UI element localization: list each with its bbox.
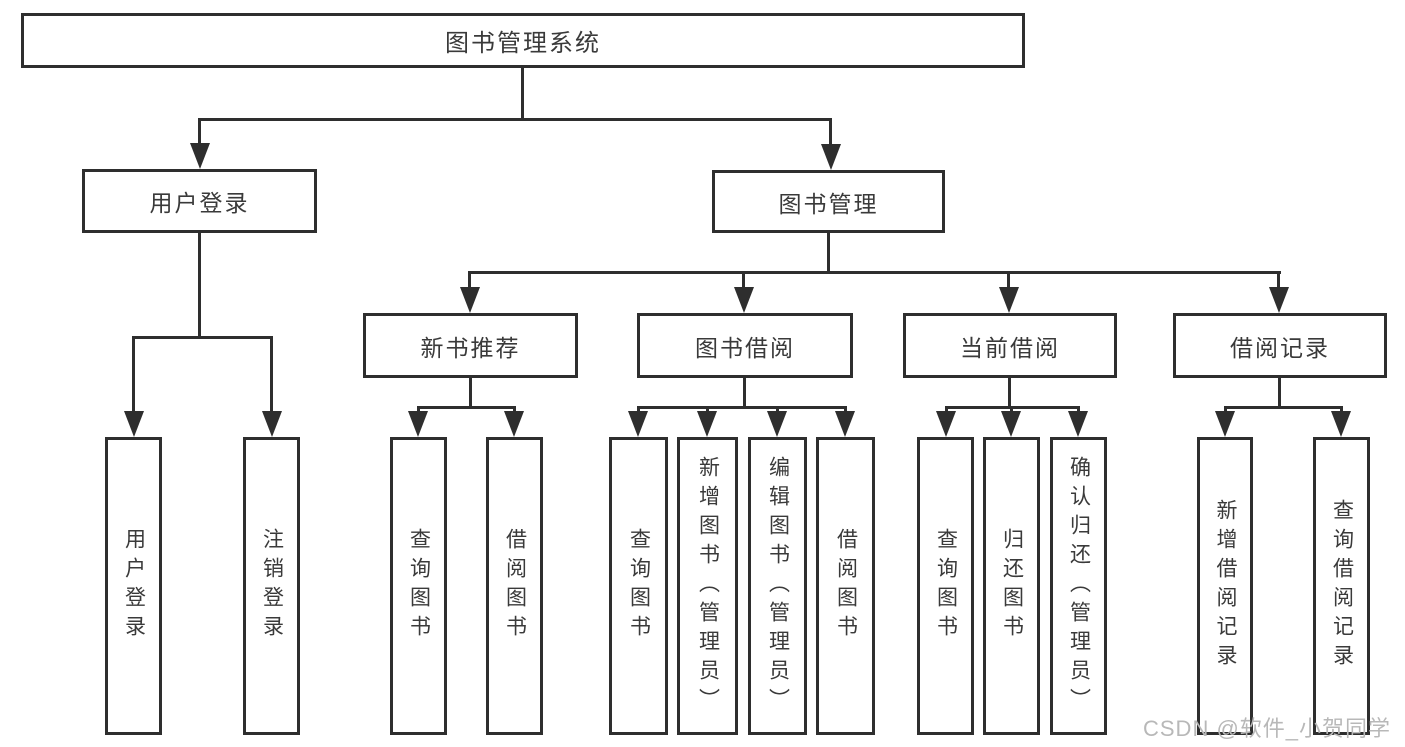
edge-to-new-book-rec-stem <box>468 271 471 291</box>
arrow-down-icon <box>1001 411 1021 437</box>
node-borrow-record: 借阅记录 <box>1173 313 1387 378</box>
leaf-nbr-query-books: 查询图书 <box>390 437 447 735</box>
leaf-nbr-query-books-label: 查询图书 <box>407 528 431 644</box>
leaf-bb-query-books-label: 查询图书 <box>627 528 651 644</box>
leaf-bb-edit-books-admin-label: 编辑图书（管理员） <box>766 455 790 717</box>
leaf-bb-add-books-admin: 新增图书（管理员） <box>677 437 738 735</box>
leaf-nbr-borrow-books-label: 借阅图书 <box>503 528 527 644</box>
arrow-down-icon <box>1269 287 1289 313</box>
arrow-down-icon <box>999 287 1019 313</box>
leaf-nbr-borrow-books: 借阅图书 <box>486 437 543 735</box>
arrow-down-icon <box>190 143 210 169</box>
leaf-logout: 注销登录 <box>243 437 300 735</box>
edge-new-book-rec-bar <box>417 406 515 409</box>
edge-book-borrow-bar <box>637 406 846 409</box>
edge-borrow-record-stem <box>1278 378 1281 407</box>
arrow-down-icon <box>697 411 717 437</box>
leaf-user-login-label: 用户登录 <box>122 528 146 644</box>
edge-book-mgmt-stem <box>827 233 830 271</box>
arrow-down-icon <box>1215 411 1235 437</box>
edge-root-to-book-mgmt-stem <box>829 118 832 148</box>
arrow-down-icon <box>124 411 144 437</box>
edge-book-borrow-stem <box>743 378 746 407</box>
leaf-cb-confirm-return-admin: 确认归还（管理员） <box>1050 437 1107 735</box>
arrow-down-icon <box>767 411 787 437</box>
edge-book-mgmt-bar <box>469 271 1281 274</box>
edge-to-leaf-user-login-stem <box>132 336 135 414</box>
edge-user-login-bar <box>132 336 273 339</box>
leaf-cb-confirm-return-admin-label: 确认归还（管理员） <box>1067 455 1091 717</box>
leaf-cb-query-books-label: 查询图书 <box>934 528 958 644</box>
node-borrow-record-label: 借阅记录 <box>1230 334 1330 361</box>
leaf-user-login: 用户登录 <box>105 437 162 735</box>
edge-borrow-record-bar <box>1224 406 1342 409</box>
node-user-login-label: 用户登录 <box>149 190 250 216</box>
node-new-book-rec: 新书推荐 <box>363 313 578 378</box>
arrow-down-icon <box>936 411 956 437</box>
arrow-down-icon <box>821 144 841 170</box>
edge-root-stem <box>521 68 524 118</box>
node-new-book-rec-label: 新书推荐 <box>420 334 521 361</box>
edge-root-bar <box>198 118 831 121</box>
leaf-cb-return-books: 归还图书 <box>983 437 1040 735</box>
edge-new-book-rec-stem <box>469 378 472 407</box>
leaf-bb-query-books: 查询图书 <box>609 437 668 735</box>
edge-user-login-stem <box>198 233 201 336</box>
arrow-down-icon <box>460 287 480 313</box>
node-book-borrow: 图书借阅 <box>637 313 853 378</box>
arrow-down-icon <box>835 411 855 437</box>
leaf-bb-add-books-admin-label: 新增图书（管理员） <box>696 455 720 717</box>
node-current-borrow-label: 当前借阅 <box>960 334 1060 361</box>
leaf-cb-return-books-label: 归还图书 <box>1000 528 1024 644</box>
node-book-borrow-label: 图书借阅 <box>695 334 795 361</box>
node-current-borrow: 当前借阅 <box>903 313 1117 378</box>
arrow-down-icon <box>504 411 524 437</box>
leaf-br-query-record-label: 查询借阅记录 <box>1330 499 1354 673</box>
arrow-down-icon <box>628 411 648 437</box>
leaf-br-add-record-label: 新增借阅记录 <box>1214 499 1237 673</box>
leaf-logout-label: 注销登录 <box>260 528 284 644</box>
arrow-down-icon <box>1331 411 1351 437</box>
edge-to-book-borrow-stem <box>742 271 745 291</box>
leaf-bb-borrow-books: 借阅图书 <box>816 437 875 735</box>
arrow-down-icon <box>1068 411 1088 437</box>
node-book-mgmt: 图书管理 <box>712 170 945 233</box>
leaf-bb-edit-books-admin: 编辑图书（管理员） <box>748 437 807 735</box>
arrow-down-icon <box>734 287 754 313</box>
node-book-mgmt-label: 图书管理 <box>778 190 879 217</box>
node-root-label: 图书管理系统 <box>445 30 601 57</box>
arrow-down-icon <box>262 411 282 437</box>
leaf-br-query-record: 查询借阅记录 <box>1313 437 1370 735</box>
leaf-cb-query-books: 查询图书 <box>917 437 974 735</box>
watermark: CSDN @软件_小贺同学 <box>1143 716 1392 741</box>
edge-root-to-user-login-stem <box>198 118 201 148</box>
node-root: 图书管理系统 <box>21 13 1025 68</box>
edge-to-current-borrow-stem <box>1007 271 1010 291</box>
leaf-bb-borrow-books-label: 借阅图书 <box>834 528 858 644</box>
node-user-login: 用户登录 <box>82 169 317 233</box>
leaf-br-add-record: 新增借阅记录 <box>1197 437 1253 735</box>
edge-to-leaf-logout-stem <box>270 336 273 414</box>
edge-current-borrow-stem <box>1008 378 1011 407</box>
edge-to-borrow-record-stem <box>1277 271 1280 291</box>
arrow-down-icon <box>408 411 428 437</box>
